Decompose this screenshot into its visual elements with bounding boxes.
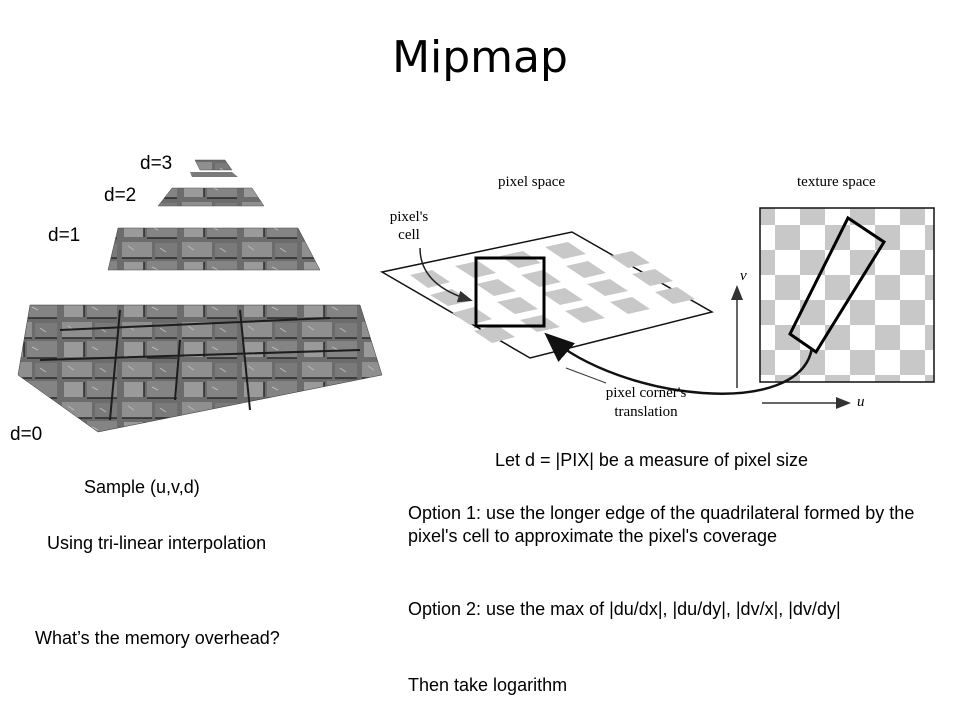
corner-translation-label: pixel corner's translation <box>586 384 706 422</box>
pixel-space-grid <box>379 231 714 359</box>
pixel-space-label: pixel space <box>498 174 566 190</box>
texture-space-grid <box>759 207 935 383</box>
texture-axes <box>731 285 851 409</box>
corner-label-line1: pixel corner's <box>605 385 687 401</box>
interp-text: Using tri-linear interpolation <box>47 533 267 553</box>
texture-space-label: texture space <box>797 174 876 190</box>
memory-question: What’s the memory overhead? <box>35 628 280 648</box>
translation-label-leader <box>565 367 607 384</box>
mip-level-d3 <box>190 159 238 177</box>
then-text: Then take logarithm <box>408 675 568 695</box>
measure-text: Let d = |PIX| be a measure of pixel size <box>495 450 809 470</box>
mip-level-d1 <box>107 227 321 271</box>
axis-u-label: u <box>857 394 865 410</box>
option2-text: Option 2: use the max of |du/dx|, |du/dy… <box>408 599 841 619</box>
level-label-d1: d=1 <box>48 225 81 246</box>
pixel-cell-arrow <box>419 247 473 303</box>
option1-text: Option 1: use the longer edge of the qua… <box>408 503 915 546</box>
level-label-d0: d=0 <box>10 424 43 445</box>
pixel-cell-label-line2: cell <box>398 227 420 243</box>
pixel-cell-label: pixel's cell <box>386 208 432 244</box>
translation-curve-arrow <box>544 332 814 395</box>
slide-title: Mipmap <box>392 32 568 83</box>
level-label-d3: d=3 <box>140 153 173 174</box>
axis-v-label: v <box>740 268 747 284</box>
corner-label-line2: translation <box>614 404 678 420</box>
level-label-d2: d=2 <box>104 185 137 206</box>
pixel-cell-label-line1: pixel's <box>389 209 429 225</box>
mip-level-d2 <box>157 187 265 207</box>
sample-text: Sample (u,v,d) <box>84 477 200 497</box>
mip-level-d0 <box>17 304 383 433</box>
